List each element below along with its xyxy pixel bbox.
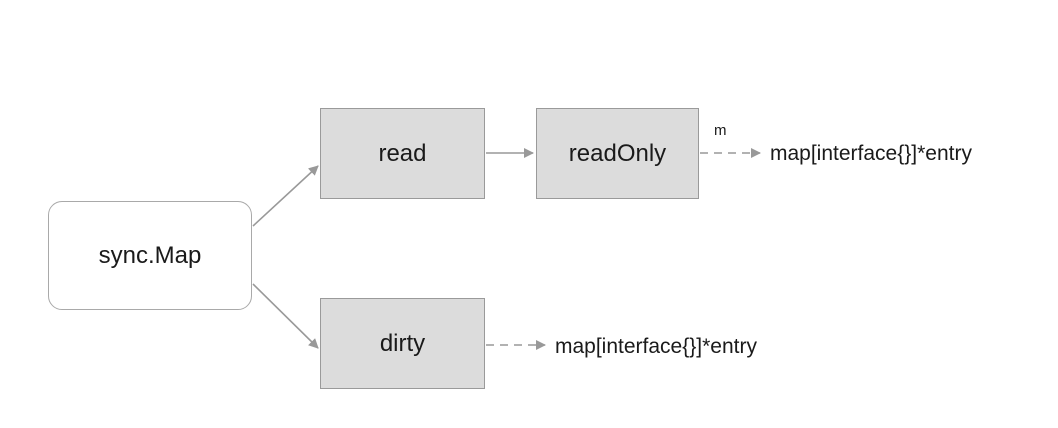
dirty-node: dirty bbox=[320, 298, 485, 389]
read-node: read bbox=[320, 108, 485, 199]
sync-map-node: sync.Map bbox=[48, 201, 252, 310]
m-field-label: m bbox=[714, 122, 727, 139]
dirty-label: dirty bbox=[379, 329, 426, 357]
dirty-map-type-label: map[interface{}]*entry bbox=[555, 335, 757, 358]
readonly-map-type-label: map[interface{}]*entry bbox=[770, 142, 972, 165]
read-label: read bbox=[378, 139, 427, 167]
sync-map-label: sync.Map bbox=[98, 241, 202, 269]
arrow-root-to-read bbox=[252, 165, 319, 227]
readonly-node: readOnly bbox=[536, 108, 699, 199]
readonly-label: readOnly bbox=[568, 139, 667, 167]
arrow-root-to-dirty bbox=[252, 283, 319, 349]
